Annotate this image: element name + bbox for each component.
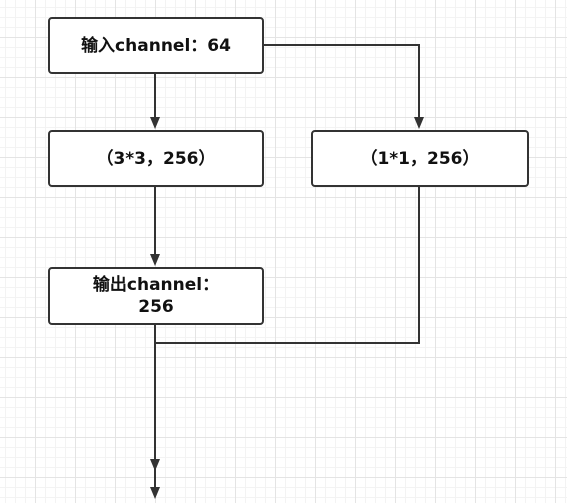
node-conv-3x3[interactable]: （3*3，256） — [48, 130, 264, 187]
arrowhead-final — [150, 487, 160, 499]
node-output-channel[interactable]: 输出channel： 256 — [48, 267, 264, 325]
node-conv-1x1-label: （1*1，256） — [360, 148, 480, 169]
edge-input-to-conv1 — [264, 44, 420, 118]
edge-conv1-to-merge — [155, 187, 420, 344]
arrowhead-conv1 — [414, 117, 424, 129]
node-conv-1x1[interactable]: （1*1，256） — [311, 130, 529, 187]
node-input-channel[interactable]: 输入channel：64 — [48, 17, 264, 74]
arrowhead-output — [150, 254, 160, 266]
node-output-label: 输出channel： 256 — [92, 275, 220, 317]
arrowhead-conv3 — [150, 117, 160, 129]
node-input-label: 输入channel：64 — [81, 35, 231, 56]
arrowhead-merge-bottom — [150, 459, 160, 471]
node-conv-3x3-label: （3*3，256） — [96, 148, 216, 169]
